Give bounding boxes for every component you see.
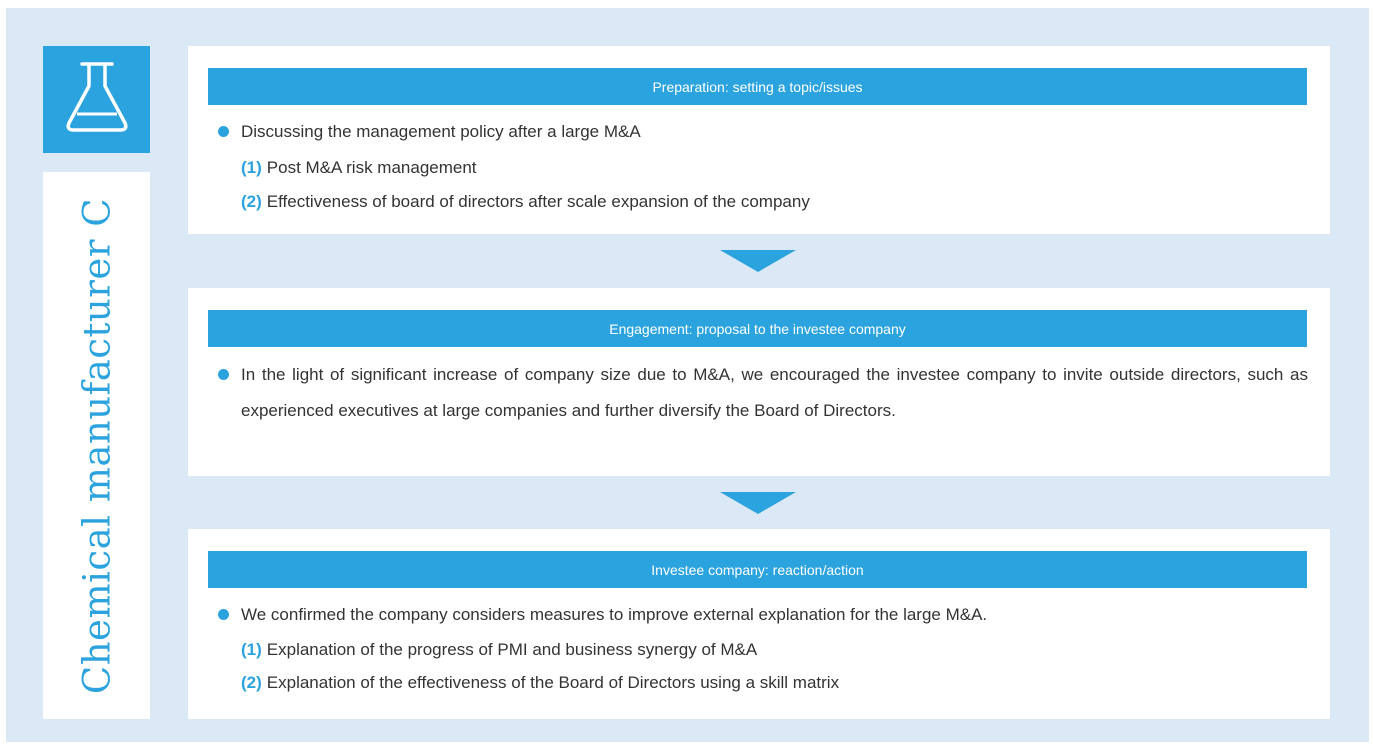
- preparation-panel: Preparation: setting a topic/issues Disc…: [188, 46, 1330, 234]
- item-text: Post M&A risk management: [266, 158, 477, 177]
- icon-tile: [43, 46, 150, 153]
- company-label-panel: Chemical manufacturer C: [43, 172, 150, 719]
- item-text: Explanation of the progress of PMI and b…: [266, 640, 758, 659]
- item-number: (1): [241, 158, 262, 177]
- bullet-dot-icon: [218, 609, 229, 620]
- preparation-bullet: Discussing the management policy after a…: [218, 117, 1308, 147]
- preparation-header: Preparation: setting a topic/issues: [208, 68, 1307, 105]
- reaction-panel: Investee company: reaction/action We con…: [188, 529, 1330, 719]
- preparation-item: (1)Post M&A risk management: [241, 153, 477, 183]
- item-text: Explanation of the effectiveness of the …: [266, 673, 840, 692]
- preparation-bullet-text: Discussing the management policy after a…: [241, 122, 641, 141]
- preparation-item: (2)Effectiveness of board of directors a…: [241, 187, 810, 217]
- item-text: Effectiveness of board of directors afte…: [266, 192, 810, 211]
- bullet-dot-icon: [218, 126, 229, 137]
- engagement-header: Engagement: proposal to the investee com…: [208, 310, 1307, 347]
- bullet-dot-icon: [218, 369, 229, 380]
- reaction-bullet: We confirmed the company considers measu…: [218, 600, 1308, 630]
- reaction-item: (2)Explanation of the effectiveness of t…: [241, 668, 839, 698]
- arrow-down-icon: [720, 250, 796, 272]
- reaction-header: Investee company: reaction/action: [208, 551, 1307, 588]
- company-name: Chemical manufacturer C: [75, 197, 118, 694]
- engagement-panel: Engagement: proposal to the investee com…: [188, 288, 1330, 476]
- item-number: (2): [241, 673, 262, 692]
- engagement-bullet: In the light of significant increase of …: [218, 357, 1308, 429]
- flask-icon: [62, 60, 132, 139]
- arrow-down-icon: [720, 492, 796, 514]
- item-number: (2): [241, 192, 262, 211]
- reaction-bullet-text: We confirmed the company considers measu…: [241, 605, 988, 624]
- engagement-bullet-text: In the light of significant increase of …: [241, 365, 1308, 420]
- reaction-item: (1)Explanation of the progress of PMI an…: [241, 635, 757, 665]
- item-number: (1): [241, 640, 262, 659]
